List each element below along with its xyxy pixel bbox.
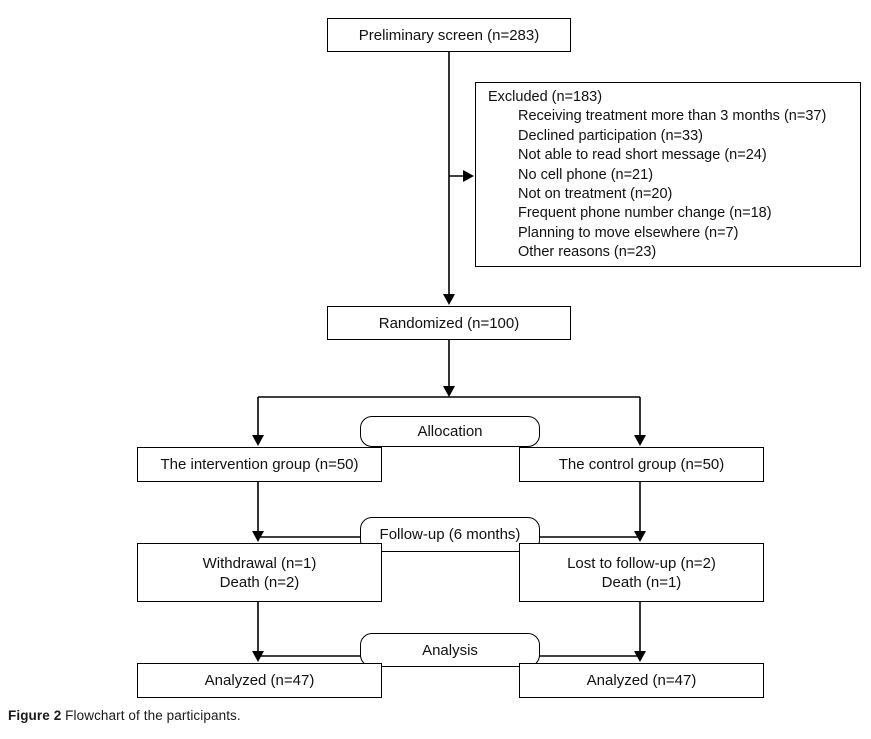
- excluded-item: Receiving treatment more than 3 months (…: [518, 108, 827, 125]
- arrowhead-into-split: [443, 386, 455, 397]
- lost-to-followup-box: Lost to follow-up (n=2) Death (n=1): [519, 543, 764, 602]
- followup-stage-box: Follow-up (6 months): [360, 517, 540, 552]
- arrowhead-into-analyzed-r: [634, 651, 646, 662]
- excluded-box: Excluded (n=183) Receiving treatment mor…: [475, 82, 861, 267]
- preliminary-screen-box: Preliminary screen (n=283): [327, 18, 571, 52]
- arrowhead-into-withdrawal: [252, 531, 264, 542]
- excluded-item: No cell phone (n=21): [518, 166, 654, 183]
- excluded-item: Other reasons (n=23): [518, 244, 657, 261]
- withdrawal-box: Withdrawal (n=1) Death (n=2): [137, 543, 382, 602]
- intervention-group-box: The intervention group (n=50): [137, 447, 382, 482]
- randomized-label: Randomized (n=100): [378, 314, 520, 332]
- arrowhead-into-randomized: [443, 294, 455, 305]
- intervention-group-label: The intervention group (n=50): [160, 456, 359, 473]
- control-group-label: The control group (n=50): [558, 456, 725, 473]
- excluded-item: Not able to read short message (n=24): [518, 147, 767, 164]
- excluded-item: Frequent phone number change (n=18): [518, 205, 772, 222]
- allocation-label: Allocation: [417, 423, 483, 440]
- allocation-stage-box: Allocation: [360, 416, 540, 447]
- arrowhead-into-lost: [634, 531, 646, 542]
- randomized-box: Randomized (n=100): [327, 306, 571, 340]
- figure-caption-text: Flowchart of the participants.: [61, 708, 241, 723]
- figure-caption: Figure 2 Flowchart of the participants.: [8, 708, 241, 723]
- excluded-title: Excluded (n=183): [488, 89, 603, 105]
- analyzed-intervention-label: Analyzed (n=47): [204, 672, 315, 689]
- analyzed-control-label: Analyzed (n=47): [586, 672, 697, 689]
- analysis-stage-box: Analysis: [360, 633, 540, 667]
- control-group-box: The control group (n=50): [519, 447, 764, 482]
- analysis-label: Analysis: [422, 641, 478, 659]
- arrowhead-into-intervention: [252, 435, 264, 446]
- analyzed-intervention-box: Analyzed (n=47): [137, 663, 382, 698]
- excluded-item: Planning to move elsewhere (n=7): [518, 224, 739, 241]
- lost-line1: Lost to follow-up (n=2): [567, 554, 716, 572]
- excluded-item: Declined participation (n=33): [518, 127, 703, 144]
- analyzed-control-box: Analyzed (n=47): [519, 663, 764, 698]
- withdrawal-line1: Withdrawal (n=1): [202, 554, 317, 572]
- withdrawal-line2: Death (n=2): [219, 573, 300, 591]
- figure-caption-number: Figure 2: [8, 708, 62, 723]
- arrowhead-into-analyzed-l: [252, 651, 264, 662]
- excluded-item: Not on treatment (n=20): [518, 186, 673, 203]
- preliminary-screen-label: Preliminary screen (n=283): [358, 26, 540, 44]
- arrowhead-into-excluded: [463, 170, 474, 182]
- arrowhead-into-control: [634, 435, 646, 446]
- followup-label: Follow-up (6 months): [379, 526, 521, 543]
- lost-line2: Death (n=1): [601, 573, 682, 591]
